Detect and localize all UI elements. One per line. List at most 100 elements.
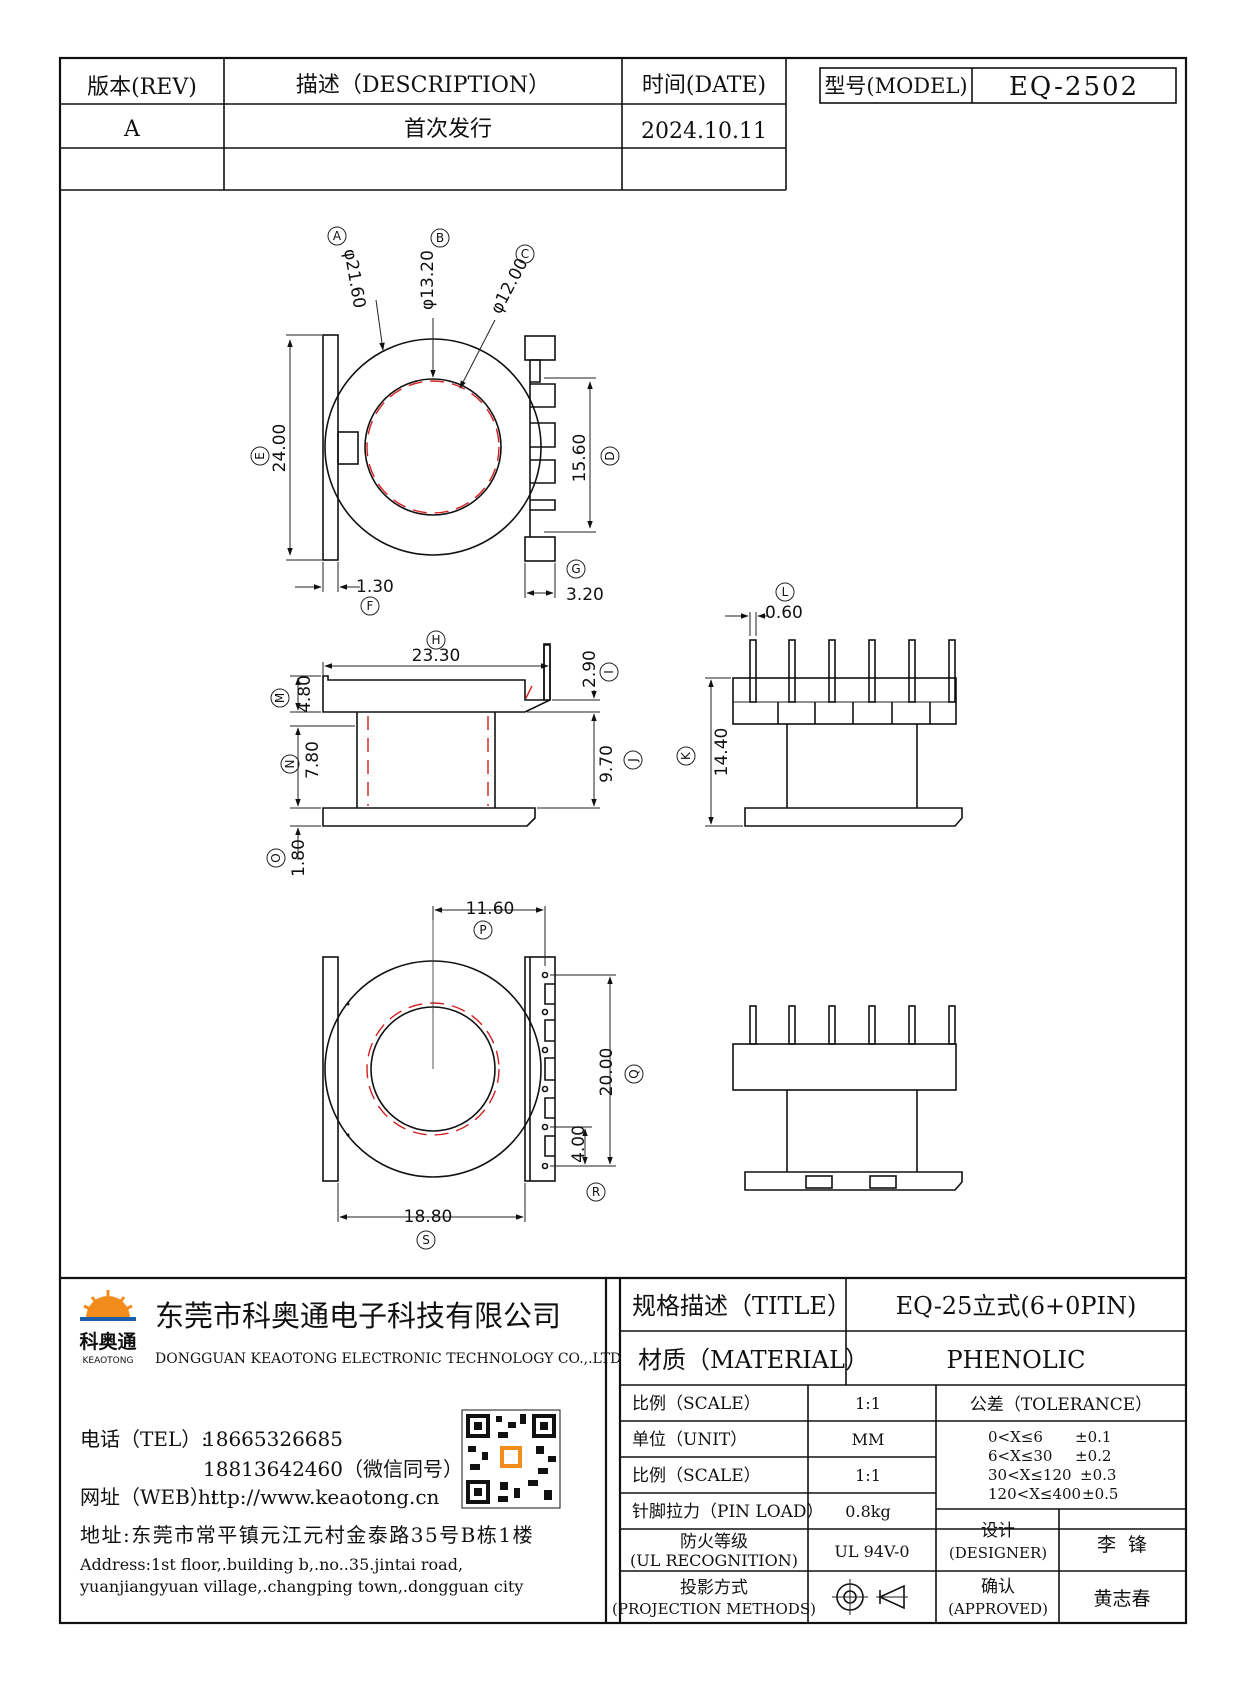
- company-name-en: DONGGUAN KEAOTONG ELECTRONIC TECHNOLOGY …: [155, 1351, 621, 1367]
- dim-R-value: 4.00: [569, 1125, 589, 1163]
- dim-B-letter: B: [436, 231, 444, 245]
- date-value: 2024.10.11: [641, 119, 767, 144]
- projection-label-en: (PROJECTION METHODS): [612, 1600, 816, 1618]
- model-box: 型号(MODEL) EQ-2502: [819, 67, 1177, 104]
- ul-value: UL 94V-0: [834, 1542, 909, 1561]
- dim-N-value: 7.80: [303, 741, 323, 779]
- dim-L-value: 0.60: [765, 603, 803, 623]
- dim-R-letter: R: [592, 1185, 600, 1199]
- logo-text-cn: 科奥通: [79, 1330, 137, 1353]
- dim-I-value: 2.90: [580, 650, 600, 688]
- title-block-grid: [60, 1276, 1186, 1623]
- description-value: 首次发行: [404, 117, 492, 142]
- dim-H-letter: H: [431, 633, 440, 647]
- side-view-2: [732, 1005, 963, 1191]
- bottom-view: [322, 912, 556, 1182]
- qr-code-icon: [461, 1409, 561, 1509]
- scale-value: 1:1: [855, 1394, 881, 1413]
- tolerance-value-4: ±0.5: [1082, 1485, 1118, 1503]
- dim-O-letter: O: [269, 853, 283, 862]
- unit-label: 单位（UNIT）: [632, 1430, 747, 1450]
- dim-C-letter: C: [521, 247, 529, 261]
- dim-F-letter: F: [367, 599, 374, 613]
- dim-G-value: 3.20: [566, 585, 604, 605]
- ul-label-cn: 防火等级: [680, 1532, 748, 1552]
- scale2-label: 比例（SCALE）: [632, 1466, 761, 1486]
- drawing-frame: [58, 56, 1188, 1625]
- dim-I-letter: I: [602, 670, 616, 674]
- company-name-cn: 东莞市科奥通电子科技有限公司: [155, 1299, 561, 1333]
- approved-value: 黄志春: [1093, 1588, 1150, 1610]
- dim-J-letter: J: [626, 758, 640, 763]
- unit-value: MM: [852, 1430, 885, 1449]
- top-view-dimensions: 24.00 E 15.60 D 1.30 F 3.20 G φ21.60 A φ…: [250, 226, 620, 616]
- dim-D-letter: D: [603, 451, 617, 460]
- dim-S-letter: S: [422, 1233, 430, 1247]
- dim-O-value: 1.80: [289, 839, 309, 877]
- model-value: EQ-2502: [1009, 72, 1139, 102]
- ul-label-en: (UL RECOGNITION): [630, 1551, 798, 1570]
- designer-value: 李 锋: [1097, 1534, 1147, 1556]
- dim-M-letter: M: [273, 693, 287, 703]
- tel-label: 电话（TEL）:: [80, 1427, 208, 1451]
- tel-1: 18665326685: [203, 1427, 343, 1451]
- front-view-dimensions: 23.30 H 2.90 I 9.70 J 4.80 M 7.80 N 1.80…: [266, 630, 643, 877]
- dim-Q-letter: Q: [627, 1069, 641, 1078]
- material-label: 材质（MATERIAL）: [638, 1346, 869, 1374]
- designer-label-en: (DESIGNER): [949, 1544, 1047, 1562]
- dim-P-value: 11.60: [466, 899, 515, 919]
- title-value: EQ-25立式(6+0PIN): [896, 1292, 1137, 1320]
- company-logo: 科奥通 KEAOTONG: [79, 1290, 137, 1366]
- scale-label: 比例（SCALE）: [632, 1394, 761, 1414]
- dim-E-letter: E: [253, 452, 267, 460]
- designer-label-cn: 设计: [981, 1521, 1015, 1541]
- address-en-line2: yuanjiangyuan village,.changping town,.d…: [79, 1577, 523, 1596]
- dim-B-value: φ13.20: [418, 250, 438, 310]
- tolerance-value-2: ±0.2: [1075, 1447, 1111, 1465]
- tolerance-label: 公差（TOLERANCE）: [970, 1395, 1152, 1415]
- tolerance-value-3: ±0.3: [1080, 1466, 1116, 1484]
- front-view: [322, 643, 551, 827]
- bottom-view-dimensions: 11.60 P 20.00 Q 4.00 R 18.80 S: [337, 899, 644, 1250]
- dim-P-letter: P: [479, 923, 486, 937]
- dim-H-value: 23.30: [412, 646, 461, 666]
- material-value: PHENOLIC: [946, 1346, 1085, 1374]
- dim-D-value: 15.60: [570, 434, 590, 483]
- dim-K-letter: K: [679, 751, 693, 760]
- dim-G-letter: G: [571, 562, 580, 576]
- pin-load-value: 0.8kg: [845, 1502, 890, 1521]
- scale2-value: 1:1: [855, 1466, 881, 1485]
- tolerance-value-1: ±0.1: [1075, 1428, 1111, 1446]
- dim-J-value: 9.70: [597, 745, 617, 783]
- approved-label-en: (APPROVED): [948, 1600, 1048, 1618]
- model-label: 型号(MODEL): [824, 74, 967, 98]
- tolerance-range-1: 0<X≤6: [988, 1428, 1043, 1446]
- dim-C-value: φ12.00: [487, 255, 533, 317]
- dim-S-value: 18.80: [404, 1207, 453, 1227]
- rev-header: 版本(REV): [87, 75, 197, 100]
- dim-N-letter: N: [283, 760, 297, 769]
- tel-2: 18813642460（微信同号）: [203, 1457, 463, 1481]
- projection-symbol-icon: [832, 1579, 908, 1615]
- dim-K-value: 14.40: [712, 728, 732, 777]
- web-label: 网址（WEB）:: [80, 1485, 217, 1509]
- dim-Q-value: 20.00: [597, 1048, 617, 1097]
- dim-L-letter: L: [782, 585, 789, 599]
- dim-F-value: 1.30: [356, 577, 394, 597]
- pin-load-label: 针脚拉力（PIN LOAD）: [632, 1502, 824, 1522]
- address-cn: 地址:东莞市常平镇元江元村金泰路35号B栋1楼: [80, 1523, 534, 1547]
- approved-label-cn: 确认: [981, 1577, 1015, 1597]
- side-view: [732, 639, 963, 827]
- rev-value: A: [123, 117, 141, 142]
- title-label: 规格描述（TITLE）: [632, 1292, 851, 1320]
- projection-label-cn: 投影方式: [680, 1578, 748, 1598]
- date-header: 时间(DATE): [642, 73, 766, 98]
- dim-M-value: 4.80: [295, 675, 315, 713]
- logo-text-en: KEAOTONG: [83, 1356, 134, 1366]
- top-view: [322, 334, 556, 562]
- side-view-dimensions: 0.60 L 14.40 K: [676, 582, 803, 827]
- address-en-line1: Address:1st floor,.building b,.no..35.ji…: [79, 1555, 463, 1574]
- dim-A-letter: A: [333, 229, 342, 243]
- dim-A-value: φ21.60: [339, 247, 369, 309]
